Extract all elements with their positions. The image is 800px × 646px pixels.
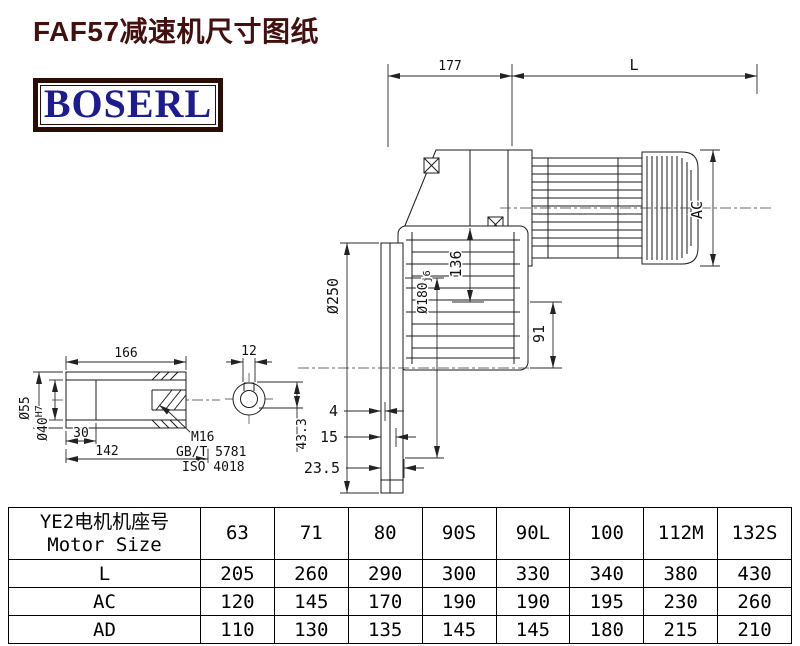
- cell: 145: [421, 615, 497, 644]
- cell: 190: [421, 587, 497, 616]
- col-header: 90L: [495, 507, 571, 560]
- gear-section-lines: [406, 232, 520, 364]
- shaft-end-view: [232, 382, 266, 416]
- standard-label-gb: GB/T 5781: [176, 445, 246, 460]
- col-header: 63: [200, 507, 275, 560]
- cell: 135: [347, 615, 423, 644]
- dim-label-dia180: Ø180j6: [416, 270, 433, 313]
- cell: 380: [643, 559, 719, 588]
- dimension-drawing: 177 L AC Ø250 Ø180j6 136 91 4 15 23.5: [17, 55, 772, 494]
- cell: 145: [273, 587, 349, 616]
- motor-size-header-en: Motor Size: [47, 533, 162, 556]
- col-header: 71: [273, 507, 349, 560]
- dim-label-15: 15: [320, 428, 338, 446]
- main-view: [298, 149, 772, 494]
- cell: 205: [200, 559, 275, 588]
- col-header: 90S: [421, 507, 497, 560]
- dim-label-dia55: Ø55: [18, 396, 33, 419]
- cell: 195: [569, 587, 645, 616]
- cell: 210: [717, 615, 792, 644]
- row-label: AD: [8, 615, 201, 644]
- cell: 145: [495, 615, 571, 644]
- motor-adapter: [403, 149, 509, 233]
- table-row: L 205 260 290 300 330 340 380 430: [8, 559, 792, 588]
- page-title: FAF57减速机尺寸图纸: [33, 16, 320, 47]
- col-header: 80: [347, 507, 423, 560]
- cell: 230: [643, 587, 719, 616]
- table-row: AD 110 130 135 145 145 180 215 210: [8, 615, 792, 644]
- cell: 110: [200, 615, 275, 644]
- table-header-row: YE2电机机座号 Motor Size 63 71 80 90S 90L 100…: [8, 507, 792, 560]
- dim-label-177: 177: [438, 59, 461, 74]
- cell: 290: [347, 559, 423, 588]
- cell: 120: [200, 587, 275, 616]
- size-table: YE2电机机座号 Motor Size 63 71 80 90S 90L 100…: [8, 507, 792, 644]
- dia40-tolerance: H7: [34, 405, 45, 417]
- cell: 260: [273, 559, 349, 588]
- motor-size-header: YE2电机机座号 Motor Size: [8, 507, 201, 560]
- row-label: L: [8, 559, 201, 588]
- cell: 215: [643, 615, 719, 644]
- dim-label-43-3: 43.3: [295, 418, 310, 449]
- cell: 340: [569, 559, 645, 588]
- dim-label-23-5: 23.5: [304, 459, 340, 477]
- cell: 190: [495, 587, 571, 616]
- dia40-value: Ø40: [36, 417, 51, 440]
- cell: 180: [569, 615, 645, 644]
- dim-label-136: 136: [447, 250, 465, 277]
- standard-label-iso: ISO 4018: [182, 460, 245, 475]
- dim-label-4: 4: [329, 402, 338, 420]
- cell: 430: [717, 559, 792, 588]
- cell: 260: [717, 587, 792, 616]
- col-header: 132S: [717, 507, 792, 560]
- dim-label-dia40: Ø40H7: [34, 405, 51, 441]
- shaft-detail: 166 12 Ø55 Ø40H7 30 142 M16 GB/T 5781 IS…: [17, 343, 312, 477]
- dia180-tolerance: j6: [422, 270, 433, 282]
- dim-label-91: 91: [530, 325, 548, 343]
- keyway-slot: [243, 382, 255, 391]
- dim-label-30: 30: [73, 426, 89, 441]
- dim-label-m16: M16: [191, 430, 214, 445]
- dim-label-dia250: Ø250: [324, 278, 342, 314]
- bolt-symbol: [423, 157, 440, 174]
- dia180-value: Ø180: [416, 282, 431, 313]
- m16-leader-line: [158, 404, 192, 434]
- cell: 300: [421, 559, 497, 588]
- dim-label-142: 142: [95, 444, 118, 459]
- brand-logo: BOSERL: [33, 78, 223, 132]
- dimensions-main: 177 L AC Ø250 Ø180j6 136 91 4 15 23.5: [302, 55, 758, 494]
- dim-label-AC: AC: [688, 201, 706, 219]
- shaft-section-lines: [66, 371, 187, 429]
- cell: 330: [495, 559, 571, 588]
- dim-label-L: L: [629, 56, 638, 74]
- shaft-body: [65, 371, 187, 429]
- motor-size-header-cn: YE2电机机座号: [39, 510, 170, 533]
- row-label: AC: [8, 587, 201, 616]
- dim-label-12: 12: [241, 344, 257, 359]
- dim-label-166: 166: [114, 346, 137, 361]
- col-header: 100: [569, 507, 645, 560]
- cell: 130: [273, 615, 349, 644]
- col-header: 112M: [643, 507, 719, 560]
- table-row: AC 120 145 170 190 190 195 230 260: [8, 587, 792, 616]
- brand-logo-text: BOSERL: [43, 80, 213, 126]
- cell: 170: [347, 587, 423, 616]
